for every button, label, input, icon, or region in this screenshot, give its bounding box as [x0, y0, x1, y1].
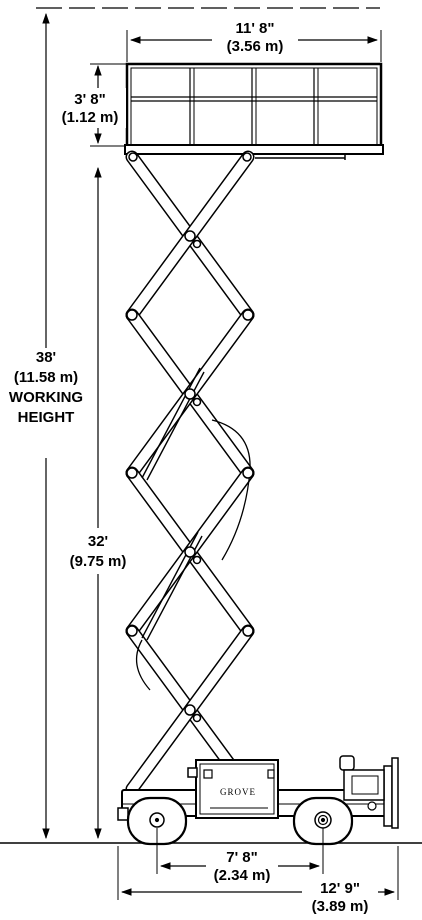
working-height-label: 38' (11.58 m) WORKING HEIGHT — [6, 348, 90, 458]
rail-height-metric: (1.12 m) — [62, 109, 119, 126]
overall-length-metric: (3.89 m) — [312, 898, 369, 915]
platform-length-label: 11' 8" (3.56 m) — [212, 16, 298, 56]
wheelbase-label: 7' 8" (2.34 m) — [206, 846, 278, 886]
working-height-metric: (11.58 m) — [14, 369, 78, 386]
working-height-imperial: 38' — [36, 349, 56, 366]
platform-height-imperial: 32' — [88, 533, 108, 550]
platform-length-imperial: 11' 8" — [235, 20, 274, 37]
brand-label: GROVE — [220, 787, 256, 797]
platform-height-label: 32' (9.75 m) — [60, 528, 140, 574]
working-height-label-line2: HEIGHT — [18, 409, 75, 426]
scissor-stack — [125, 150, 255, 796]
platform-length-metric: (3.56 m) — [227, 38, 284, 55]
rail-height-imperial: 3' 8" — [74, 91, 106, 108]
overall-length-imperial: 12' 9" — [320, 880, 360, 897]
overall-length-label: 12' 9" (3.89 m) — [302, 876, 378, 916]
platform-cage — [124, 62, 384, 160]
wheelbase-imperial: 7' 8" — [226, 849, 258, 866]
working-height-label-line1: WORKING — [9, 389, 83, 406]
wheelbase-metric: (2.34 m) — [214, 867, 271, 884]
rail-height-label: 3' 8" (1.12 m) — [56, 88, 126, 128]
platform-height-metric: (9.75 m) — [70, 553, 127, 570]
